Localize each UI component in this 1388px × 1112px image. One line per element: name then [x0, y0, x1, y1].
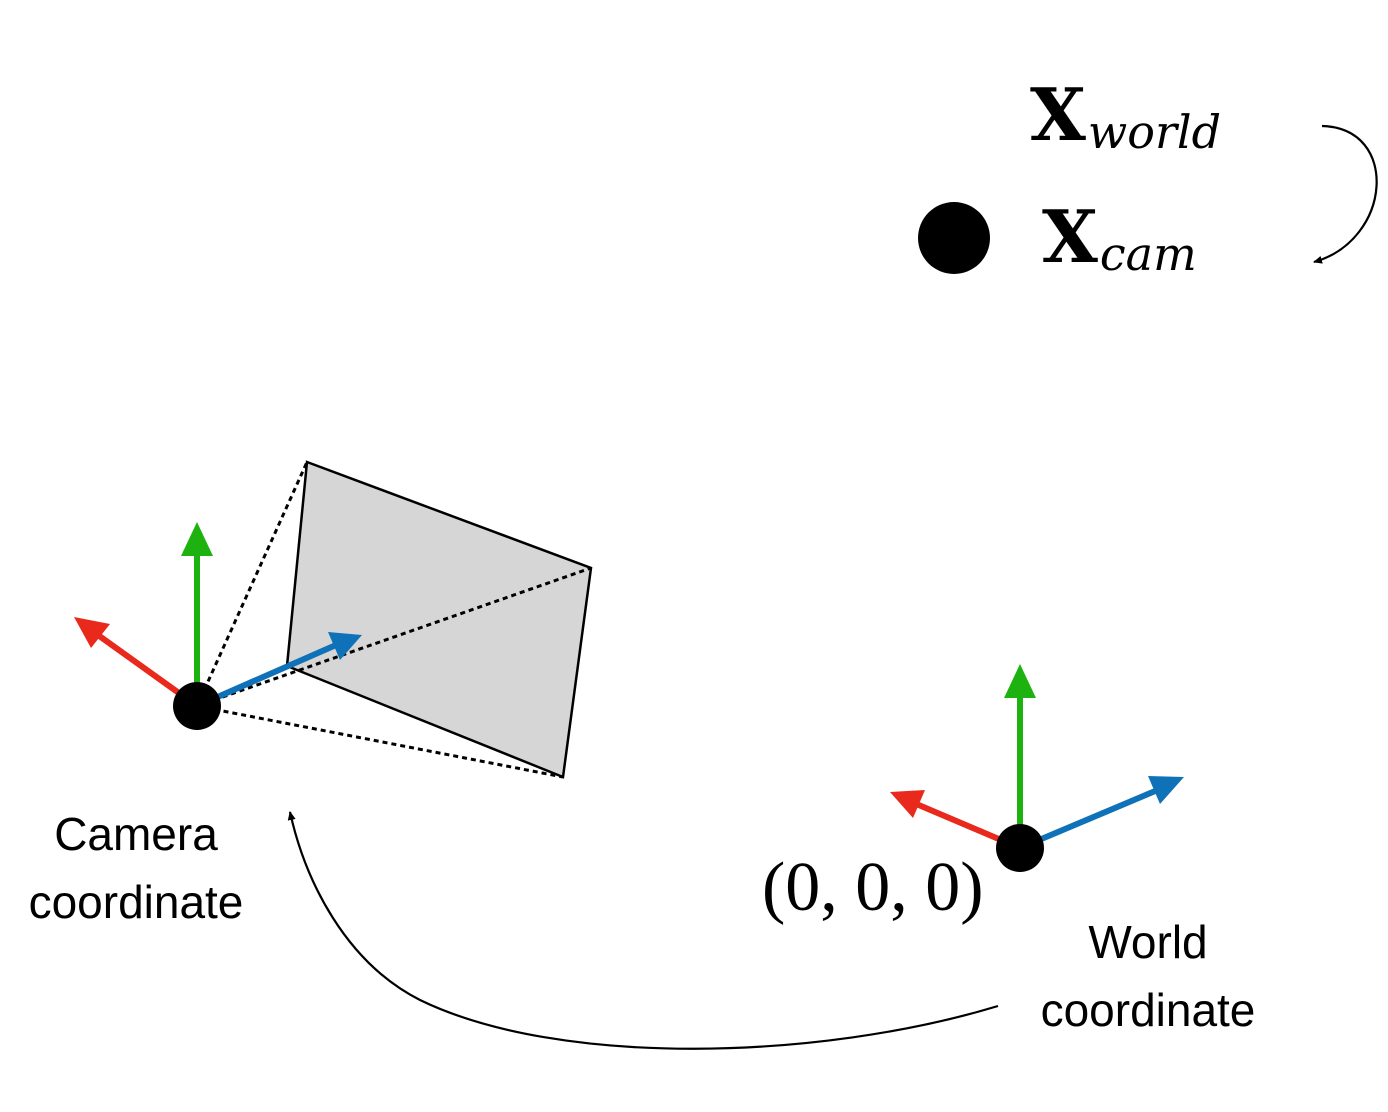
camera-label-line2: coordinate — [29, 876, 244, 928]
camera-frustum — [195, 461, 592, 779]
image-plane — [285, 460, 593, 779]
world-label-line1: World — [1088, 916, 1207, 968]
x-world-label: Xworld — [1030, 72, 1221, 159]
world-origin-label: (0, 0, 0) — [762, 849, 984, 926]
world-to-cam-arrow — [1313, 124, 1378, 264]
world-origin-dot — [996, 824, 1044, 872]
world-label-line2: coordinate — [1041, 984, 1256, 1036]
camera-axis-y — [181, 522, 213, 706]
world-axis-y — [1004, 664, 1036, 848]
world-to-camera-arrow — [287, 811, 999, 1050]
camera-origin-dot — [173, 682, 221, 730]
camera-label-line1: Camera — [54, 808, 218, 860]
point-dot — [918, 202, 990, 274]
camera-axis-z — [195, 632, 362, 709]
x-cam-label: Xcam — [1042, 194, 1197, 281]
world-axis-z — [1018, 776, 1184, 851]
